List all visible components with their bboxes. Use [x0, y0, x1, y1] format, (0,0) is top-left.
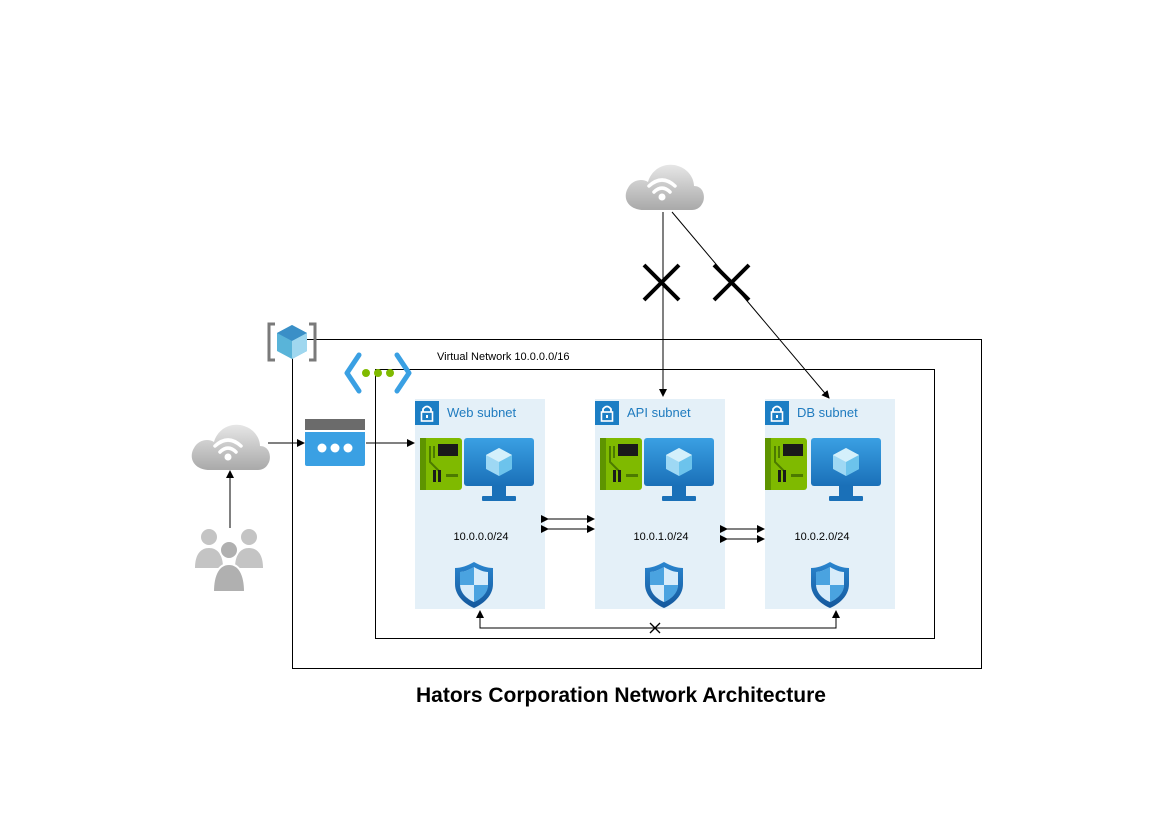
internet-cloud-icon-left [189, 423, 272, 472]
lock-icon-api [594, 400, 620, 426]
web-subnet-label: Web subnet [447, 405, 517, 420]
api-subnet-label: API subnet [627, 405, 691, 420]
resource-group-cube-icon [267, 322, 317, 362]
vnet-boundary [375, 369, 935, 639]
api-subnet-cidr: 10.0.1.0/24 [633, 531, 689, 543]
blocked-x-marks [642, 263, 751, 302]
network-interface-icon-web [419, 437, 463, 491]
network-interface-icon-api [599, 437, 643, 491]
users-icon [195, 529, 263, 593]
db-subnet-label: DB subnet [797, 405, 858, 420]
internet-cloud-icon-top [623, 163, 706, 212]
lock-icon-web [414, 400, 440, 426]
lock-icon-db [764, 400, 790, 426]
web-subnet-cidr: 10.0.0.0/24 [453, 531, 509, 543]
db-subnet-cidr: 10.0.2.0/24 [794, 531, 850, 543]
application-gateway-icon [305, 419, 365, 466]
network-interface-icon-db [764, 437, 808, 491]
blocked-x-api-2 [642, 263, 681, 302]
diagram-title: Hators Corporation Network Architecture [416, 684, 826, 707]
vnet-label: Virtual Network 10.0.0.0/16 [437, 351, 570, 363]
internet-to-db-arrow [671, 211, 830, 399]
virtual-network-icon [344, 352, 412, 394]
blocked-x-web-db [649, 622, 661, 634]
resource-group-boundary [292, 339, 982, 669]
connectors [226, 211, 840, 629]
blocked-x-db-2 [712, 263, 751, 302]
